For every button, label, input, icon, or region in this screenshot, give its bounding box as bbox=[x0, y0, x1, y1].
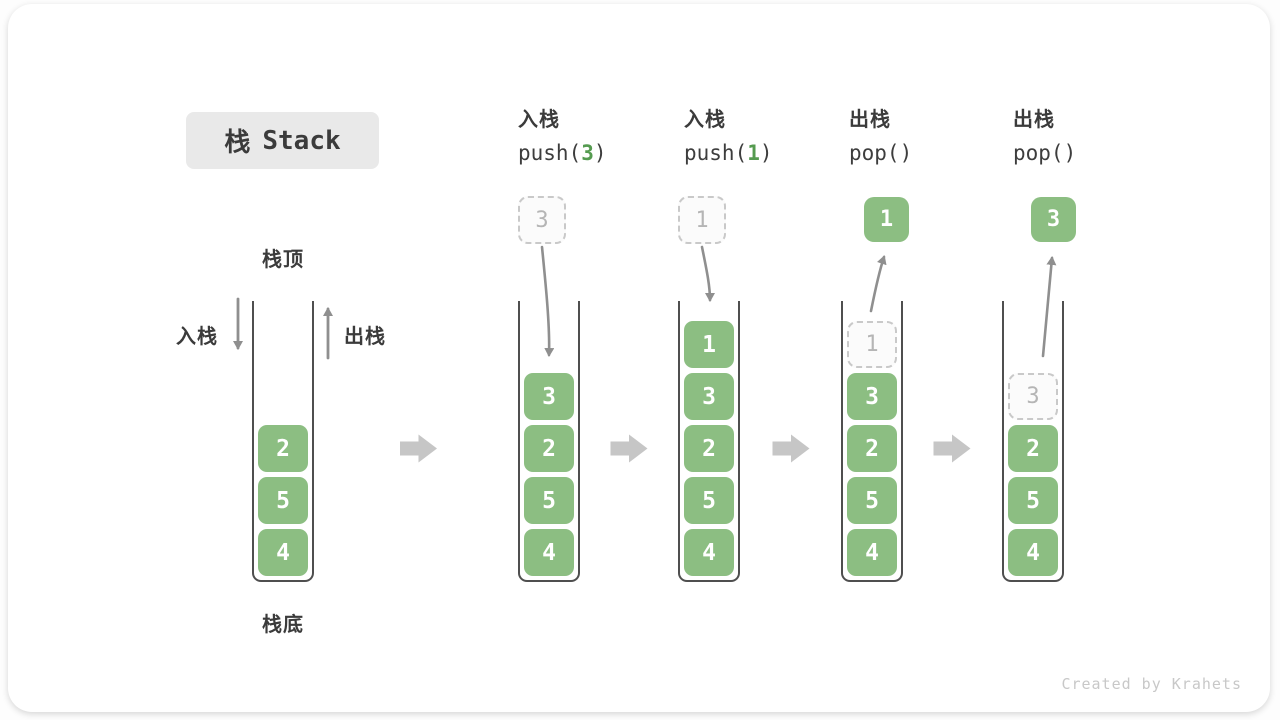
stack-block: 1 bbox=[684, 321, 734, 368]
code-arg: 1 bbox=[747, 141, 760, 165]
stack-bottom-label: 栈底 bbox=[262, 614, 304, 636]
op-name: 出栈 bbox=[1013, 109, 1055, 131]
stack-block: 2 bbox=[258, 425, 308, 472]
code-suffix: ) bbox=[759, 141, 773, 165]
op-name: 出栈 bbox=[849, 109, 891, 131]
popped-value-block: 1 bbox=[864, 197, 909, 242]
title-box: 栈 Stack bbox=[186, 112, 379, 169]
popped-placeholder: 1 bbox=[847, 321, 897, 368]
stack-state-5: 3 2 5 4 bbox=[1002, 301, 1064, 582]
stack-block: 5 bbox=[1008, 477, 1058, 524]
title-en: Stack bbox=[262, 125, 341, 156]
stack-block: 2 bbox=[684, 425, 734, 472]
push-side-label: 入栈 bbox=[176, 326, 218, 348]
code-suffix: ) bbox=[899, 141, 913, 165]
stack-block: 4 bbox=[524, 529, 574, 576]
stack-block: 4 bbox=[258, 529, 308, 576]
push1-arrow-icon bbox=[700, 245, 715, 302]
op-name: 入栈 bbox=[684, 109, 726, 131]
next-step-arrow-icon bbox=[400, 434, 437, 463]
stack-state-3: 1 3 2 5 4 bbox=[678, 301, 740, 582]
stack-block: 4 bbox=[1008, 529, 1058, 576]
stack-state-2: 3 2 5 4 bbox=[518, 301, 580, 582]
code-prefix: pop( bbox=[849, 141, 900, 165]
stack-block: 2 bbox=[524, 425, 574, 472]
watermark: Created by Krahets bbox=[1061, 675, 1242, 693]
op-header-pop-second: 出栈 pop() bbox=[1013, 103, 1076, 165]
incoming-value-box: 1 bbox=[678, 196, 726, 244]
next-step-arrow-icon bbox=[933, 434, 971, 463]
op-header-pop-first: 出栈 pop() bbox=[849, 103, 912, 165]
stack-block: 5 bbox=[524, 477, 574, 524]
code-arg: 3 bbox=[581, 141, 594, 165]
op-header-push1: 入栈 push(1) bbox=[684, 103, 773, 165]
popped-placeholder: 3 bbox=[1008, 373, 1058, 420]
stack-block: 2 bbox=[1008, 425, 1058, 472]
stack-top-label: 栈顶 bbox=[262, 249, 304, 271]
code-suffix: ) bbox=[593, 141, 607, 165]
popped-value-block: 3 bbox=[1031, 197, 1076, 242]
stack-block: 2 bbox=[847, 425, 897, 472]
title-zh: 栈 bbox=[224, 127, 251, 157]
code-prefix: push( bbox=[684, 141, 748, 165]
stack-block: 3 bbox=[524, 373, 574, 420]
op-code: pop() bbox=[1013, 141, 1076, 165]
op-header-push3: 入栈 push(3) bbox=[518, 103, 607, 165]
stack-block: 5 bbox=[847, 477, 897, 524]
stack-block: 5 bbox=[258, 477, 308, 524]
op-name: 入栈 bbox=[518, 109, 560, 131]
code-prefix: pop( bbox=[1013, 141, 1064, 165]
op-code: push(3) bbox=[518, 141, 607, 165]
code-prefix: push( bbox=[518, 141, 582, 165]
stack-block: 3 bbox=[684, 373, 734, 420]
next-step-arrow-icon bbox=[610, 434, 648, 463]
stack-block: 4 bbox=[847, 529, 897, 576]
next-step-arrow-icon bbox=[772, 434, 810, 463]
op-code: push(1) bbox=[684, 141, 773, 165]
incoming-value-box: 3 bbox=[518, 196, 566, 244]
stack-block: 4 bbox=[684, 529, 734, 576]
stack-block: 3 bbox=[847, 373, 897, 420]
stack-state-1: 2 5 4 bbox=[252, 301, 314, 582]
stack-block: 5 bbox=[684, 477, 734, 524]
op-code: pop() bbox=[849, 141, 912, 165]
stack-state-4: 1 3 2 5 4 bbox=[841, 301, 903, 582]
code-suffix: ) bbox=[1063, 141, 1077, 165]
pop-side-label: 出栈 bbox=[344, 326, 386, 348]
